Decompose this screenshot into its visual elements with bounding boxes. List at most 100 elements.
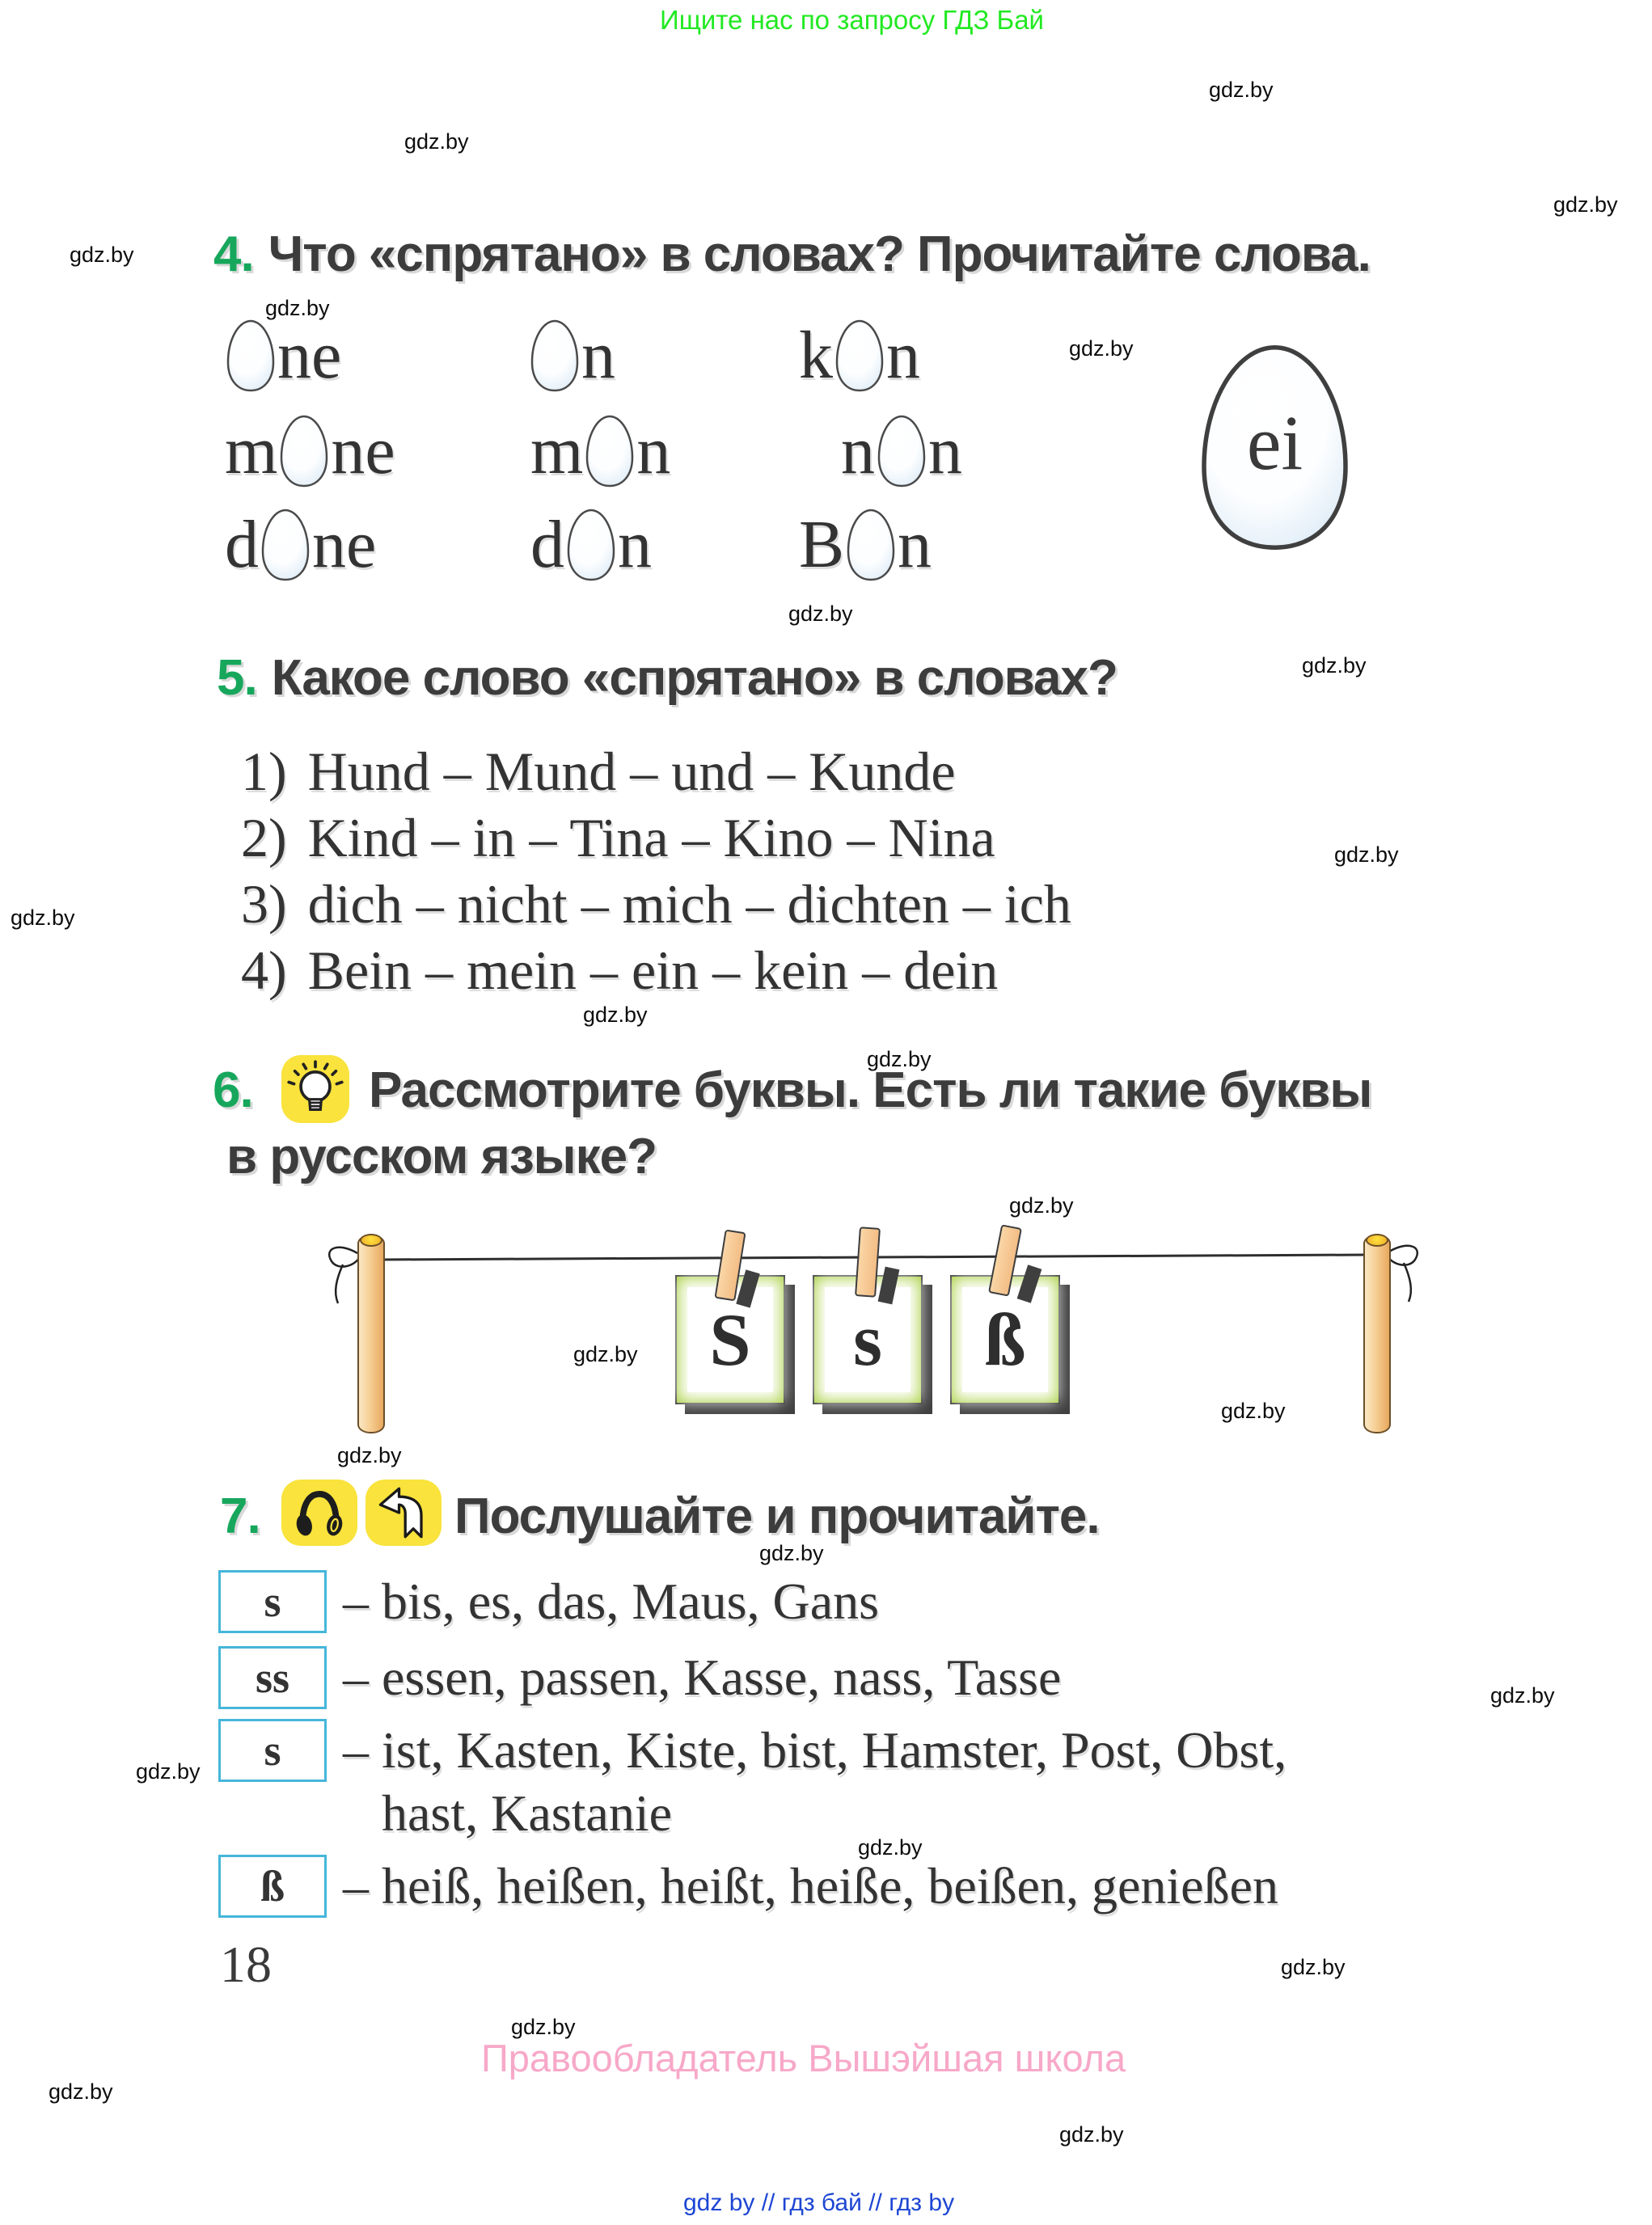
egg-icon bbox=[847, 509, 895, 581]
wordlist-ss: – essen, passen, Kasse, nass, Tasse bbox=[343, 1649, 1062, 1706]
list-item-number: 2) bbox=[241, 807, 287, 868]
letterbox-ss: ss bbox=[218, 1646, 327, 1709]
card-letter: s bbox=[853, 1298, 882, 1381]
egg-word-prefix: k bbox=[799, 318, 833, 393]
wordlist-s: – bis, es, das, Maus, Gans bbox=[343, 1573, 880, 1630]
exercise6-number-text: 6. bbox=[213, 1062, 254, 1118]
egg-word-suffix: n bbox=[618, 507, 652, 582]
watermark: gdz.by bbox=[11, 906, 75, 930]
exercise6-number: 6. bbox=[213, 1066, 268, 1116]
list-item: 1) Hund – Mund – und – Kunde bbox=[241, 744, 956, 799]
watermark: gdz.by bbox=[404, 129, 469, 154]
egg-word-prefix: B bbox=[799, 507, 845, 582]
headphones-badge bbox=[281, 1480, 357, 1546]
big-egg-icon bbox=[1202, 344, 1348, 551]
watermark: gdz.by bbox=[1281, 1955, 1346, 1979]
exercise7-number: 7. bbox=[220, 1492, 275, 1542]
copyright-line: Правообладатель Вышэйшая школа bbox=[481, 2037, 1126, 2079]
pole-right bbox=[1363, 1235, 1391, 1433]
egg-word-prefix: d bbox=[530, 507, 564, 582]
letter-card-S: S bbox=[675, 1275, 785, 1404]
watermark: gdz.by bbox=[265, 296, 330, 320]
watermark: gdz.by bbox=[867, 1047, 932, 1071]
watermark: gdz.by bbox=[1334, 842, 1399, 867]
list-item-text: Kind – in – Tina – Kino – Nina bbox=[307, 807, 995, 868]
big-egg-label: ei bbox=[1246, 399, 1303, 486]
wordlist-st-line1: – ist, Kasten, Kiste, bist, Hamster, Pos… bbox=[343, 1721, 1287, 1779]
headphones-icon bbox=[296, 1491, 343, 1536]
exercise4-number: 4. bbox=[213, 226, 255, 282]
lightbulb-icon bbox=[287, 1060, 344, 1111]
watermark: gdz.by bbox=[1209, 78, 1274, 102]
egg-word-suffix: ne bbox=[312, 507, 377, 582]
wordlist-st-line2: hast, Kastanie bbox=[382, 1784, 672, 1842]
egg-word: n bbox=[528, 319, 615, 393]
egg-icon bbox=[530, 319, 579, 392]
letterbox-s: s bbox=[218, 1570, 327, 1633]
list-item-text: Bein – mein – ein – kein – dein bbox=[307, 939, 999, 1001]
watermark: gdz.by bbox=[858, 1835, 923, 1860]
watermark: gdz.by bbox=[511, 2015, 576, 2039]
exercise7-title: Послушайте и прочитайте. bbox=[454, 1488, 1101, 1544]
egg-word: ne bbox=[224, 319, 341, 393]
egg-icon bbox=[226, 319, 275, 392]
rope-bow-left bbox=[327, 1246, 361, 1268]
egg-word-suffix: n bbox=[928, 413, 962, 488]
watermark: gdz.by bbox=[1302, 653, 1367, 678]
footer-links[interactable]: gdz by // гдз бай // гдз by bbox=[683, 2189, 955, 2216]
lightbulb-badge bbox=[281, 1055, 349, 1123]
list-item: 4)Bein – mein – ein – kein – dein bbox=[241, 943, 998, 998]
egg-word-suffix: n bbox=[898, 507, 932, 582]
egg-icon bbox=[567, 509, 615, 581]
watermark: gdz.by bbox=[1553, 192, 1618, 217]
pole-left bbox=[357, 1235, 385, 1433]
egg-icon bbox=[877, 415, 926, 488]
pole-left-cap bbox=[360, 1234, 382, 1247]
list-item-number: 4) bbox=[241, 939, 287, 1001]
rope-bow-right bbox=[1386, 1244, 1419, 1266]
reply-arrow-badge bbox=[365, 1480, 442, 1546]
egg-word-prefix: n bbox=[841, 413, 875, 488]
egg-word-suffix: n bbox=[636, 413, 671, 488]
egg-word-suffix: n bbox=[581, 318, 615, 393]
reply-arrow-icon bbox=[378, 1487, 423, 1539]
egg-word-suffix: ne bbox=[331, 413, 395, 488]
exercise5-title: 5.Какое слово «спрятано» в словах? bbox=[217, 653, 1118, 703]
letterbox-st: s bbox=[218, 1719, 327, 1782]
card-letter: ß bbox=[984, 1298, 1026, 1381]
egg-word-prefix: m bbox=[225, 413, 278, 488]
exercise5-number: 5. bbox=[217, 650, 258, 706]
exercise4-title-text: Что «спрятано» в словах? Прочитайте слов… bbox=[268, 226, 1371, 282]
egg-icon bbox=[586, 415, 634, 488]
watermark: gdz.by bbox=[337, 1443, 402, 1467]
watermark: gdz.by bbox=[70, 243, 134, 267]
watermark: gdz.by bbox=[136, 1759, 201, 1784]
list-item-number: 1) bbox=[241, 741, 287, 802]
watermark: gdz.by bbox=[1490, 1683, 1555, 1708]
watermark: gdz.by bbox=[1221, 1399, 1286, 1423]
watermark: gdz.by bbox=[1069, 336, 1134, 361]
watermark: gdz.by bbox=[583, 1003, 648, 1027]
wordlist-eszett: – heiß, heißen, heißt, heiße, beißen, ge… bbox=[343, 1857, 1278, 1915]
list-item: 2) Kind – in – Tina – Kino – Nina bbox=[241, 810, 995, 865]
list-item-text: Hund – Mund – und – Kunde bbox=[307, 741, 956, 802]
egg-icon bbox=[835, 319, 884, 392]
letterbox-eszett: ß bbox=[218, 1855, 327, 1918]
pole-right-cap bbox=[1366, 1234, 1388, 1247]
egg-icon bbox=[281, 415, 328, 488]
letter-card-eszett: ß bbox=[950, 1275, 1060, 1404]
watermark: gdz.by bbox=[573, 1342, 638, 1366]
watermark: gdz.by bbox=[1059, 2122, 1124, 2147]
list-item-number: 3) bbox=[241, 873, 287, 935]
page-number: 18 bbox=[220, 1936, 272, 1993]
exercise7-number-text: 7. bbox=[220, 1488, 261, 1544]
list-item: 3)dich – nicht – mich – dichten – ich bbox=[241, 876, 1071, 931]
egg-word-prefix: d bbox=[225, 507, 259, 582]
